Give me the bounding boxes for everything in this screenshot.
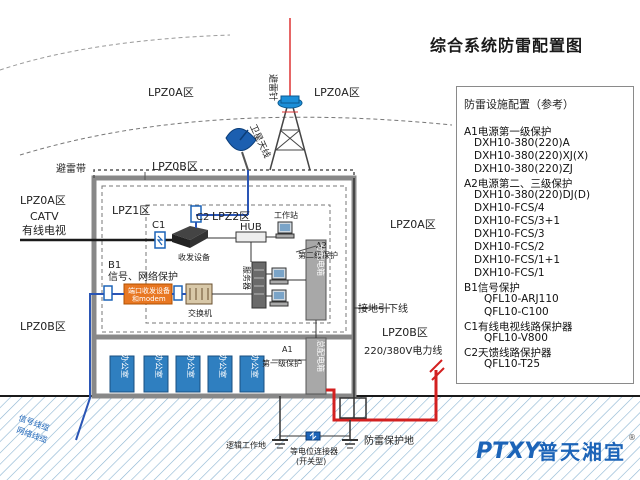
zone-lpz0b-roof-label: LPZ0B区 (152, 160, 198, 173)
lpz2-boundary (145, 204, 331, 324)
zone-boundary-lpz0b (19, 116, 453, 156)
signal-cable-line (75, 293, 104, 441)
config-line: QFL10-T25 (484, 358, 541, 370)
config-line: DXH10-380(220)DJ(D) (474, 189, 591, 201)
zone-lpz0b-right-label: LPZ0B区 (382, 326, 428, 339)
config-panel (456, 86, 634, 384)
page-title: 综合系统防雷配置图 (430, 36, 584, 55)
equipotential-label-1: 等电位连接器 (290, 446, 338, 456)
config-line: DXH10-FCS/1 (474, 267, 545, 279)
config-line: QFL10-ARJ110 (484, 293, 559, 305)
config-line: DXH10-FCS/3+1 (474, 215, 561, 227)
zone-lpz0a-left-label: LPZ0A区 (20, 194, 66, 207)
server-rack (251, 261, 267, 309)
lightning-strip-line (93, 169, 355, 178)
config-line: QFL10-V800 (484, 332, 548, 344)
b1-label: B1 (108, 260, 121, 271)
hub-label: HUB (240, 222, 262, 233)
config-line: A1电源第一级保护 (464, 126, 552, 138)
power-line-label: 220/380V电力线 (364, 344, 442, 357)
signal-protect-label: 信号、网络保护 (108, 270, 178, 283)
a2-label: A2 (316, 241, 327, 250)
config-line: DXH10-FCS/3 (474, 228, 545, 240)
power-line (326, 370, 438, 422)
a1-label: A1 (282, 345, 293, 354)
brand-name: 普天湘宜 (538, 440, 626, 464)
config-line: DXH10-380(220)ZJ (474, 163, 573, 175)
office-label-5: 办公室 (250, 354, 260, 378)
workstation-pc-2 (269, 267, 289, 285)
workstation-pc-3 (269, 289, 289, 307)
zone-lpz0a-right-label: LPZ0A区 (390, 218, 436, 231)
lightning-ground-label: 防雷保护地 (364, 434, 414, 447)
workstation-label: 工作站 (274, 210, 298, 220)
c1-label: C1 (152, 220, 165, 231)
main-dist-box-label: 总配电箱 (316, 340, 326, 372)
modem-label-2: 和modem (132, 294, 166, 303)
zone-lpz0b-left-label: LPZ0B区 (20, 320, 66, 333)
config-line: QFL10-C100 (484, 306, 549, 318)
office-label-4: 办公室 (218, 354, 228, 378)
modem-label-1: 端口收发设备 (128, 286, 170, 295)
satellite-dish (225, 128, 257, 215)
config-line: DXH10-380(220)A (474, 137, 570, 149)
cable-tv-label: 有线电视 (22, 223, 66, 237)
zone-lpz1-label: LPZ1区 (112, 204, 150, 217)
config-line: A2电源第二、三级保护 (464, 178, 573, 190)
lightning-rod-label: 避雷针 (267, 74, 279, 101)
logic-ground-label: 逻辑工作地 (226, 440, 266, 450)
b1-protector-left (103, 285, 113, 301)
config-panel-title: 防雷设施配置（参考） (464, 98, 574, 111)
config-line: DXH10-FCS/4 (474, 202, 545, 214)
workstation-pc (275, 221, 295, 239)
zone-lpz2-label: LPZ2区 (212, 210, 250, 223)
zone-lpz0a-top-label: LPZ0A区 (148, 86, 194, 99)
office-label-2: 办公室 (154, 354, 164, 378)
hub-device (235, 231, 267, 243)
first-protect-label: 第一级保护 (262, 358, 302, 368)
config-line: B1信号保护 (464, 282, 520, 294)
switch-label: 交换机 (188, 308, 212, 318)
second-protect-label: 第二级保护 (298, 250, 338, 260)
transceiver-label: 收发设备 (178, 252, 210, 262)
config-line: DXH10-FCS/1+1 (474, 254, 561, 266)
office-label-1: 办公室 (120, 354, 130, 378)
lightning-mast (269, 18, 311, 171)
zone-boundary-top (0, 34, 231, 71)
c2-label: C2 (196, 212, 209, 223)
catv-label: CATV (30, 210, 59, 223)
config-line: C1有线电视线路保护器 (464, 321, 573, 333)
equipotential-label-2: (开关型) (296, 456, 326, 466)
lpz1-boundary (101, 185, 347, 333)
config-line: C2天馈线路保护器 (464, 347, 552, 359)
switch-device (185, 283, 213, 305)
brand-logo-mark: PTXY (476, 439, 542, 464)
server-label: 服务器 (242, 266, 252, 290)
lightning-strip-label: 避雷带 (56, 162, 86, 175)
office-label-3: 办公室 (186, 354, 196, 378)
office-rooms (109, 355, 265, 393)
config-line: DXH10-380(220)XJ(X) (474, 150, 589, 162)
down-conductor-label: 接地引下线 (358, 302, 408, 315)
brand-mark: ® (628, 433, 636, 442)
zone-lpz0a-mast-label: LPZ0A区 (314, 86, 360, 99)
brand-logo-text: PTXY (476, 439, 542, 464)
config-line: DXH10-FCS/2 (474, 241, 545, 253)
b1-protector-right (173, 285, 183, 301)
transceiver-device (172, 226, 208, 248)
sub-dist-box-label: 分配电箱 (316, 244, 326, 276)
